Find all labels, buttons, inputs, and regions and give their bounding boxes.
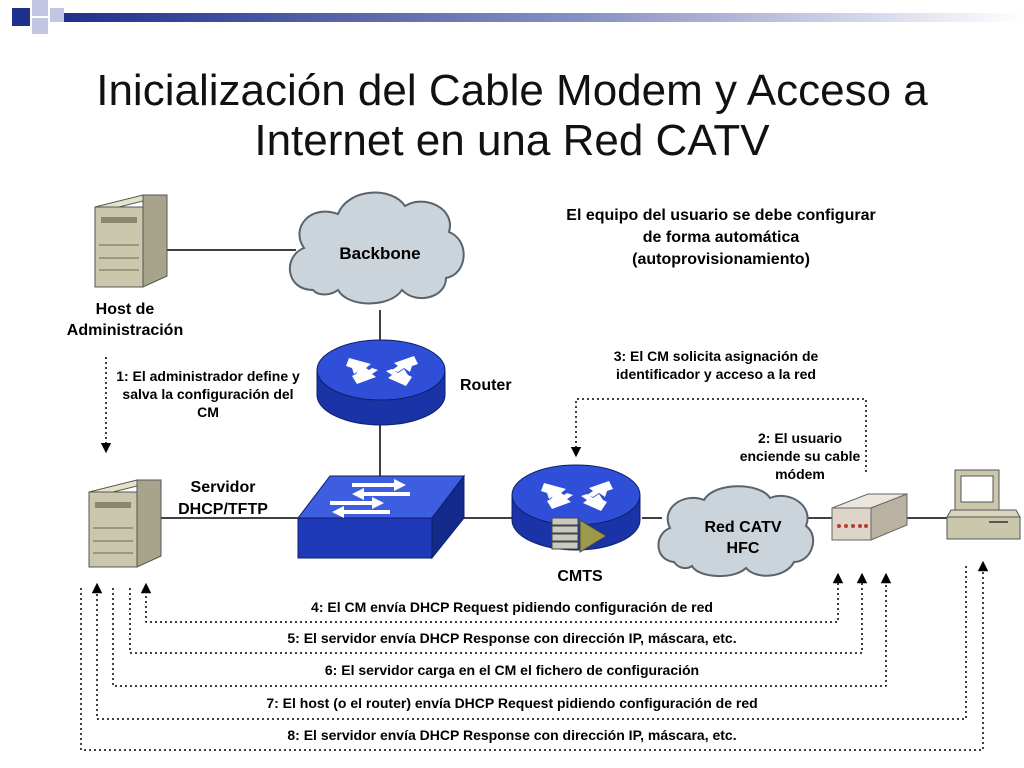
dhcp-server-label: Servidor DHCP/TFTP: [178, 479, 268, 518]
cable-modem-icon: [831, 493, 908, 541]
autoprovision-note: El equipo del usuario se debe configurar…: [566, 207, 876, 268]
host-admin-label: Host de Administración: [66, 301, 184, 339]
slide-title: Inicialización del Cable Modem y Acceso …: [96, 66, 928, 165]
step-5-label: 5: El servidor envía DHCP Response con d…: [287, 630, 737, 646]
network-links: [161, 249, 947, 519]
cmts-label: CMTS: [557, 568, 603, 585]
catv-network-label: Red CATV HFC: [704, 519, 782, 557]
step-7-label: 7: El host (o el router) envía DHCP Requ…: [266, 695, 758, 711]
user-computer-icon: [946, 469, 1021, 540]
step-3-note: 3: El CM solicita asignación de identifi…: [613, 348, 819, 382]
switch-icon: [296, 474, 466, 560]
step-1-note: 1: El administrador define y salva la co…: [116, 368, 300, 420]
admin-host-server-icon: [94, 194, 168, 288]
backbone-cloud-icon: [289, 191, 465, 305]
message-flow-arrows: [80, 357, 989, 751]
dhcp-tftp-server-icon: [88, 479, 162, 568]
step-6-label: 6: El servidor carga en el CM el fichero…: [324, 662, 700, 678]
step-4-label: 4: El CM envía DHCP Request pidiendo con…: [311, 599, 713, 615]
backbone-label: Backbone: [339, 244, 421, 263]
step-2-note: 2: El usuario enciende su cable módem: [739, 430, 861, 482]
router-icon: [316, 339, 446, 426]
cmts-icon: [511, 464, 641, 553]
router-label: Router: [460, 377, 512, 394]
corner-decoration: [12, 0, 1024, 34]
step-8-label: 8: El servidor envía DHCP Response con d…: [287, 727, 737, 743]
